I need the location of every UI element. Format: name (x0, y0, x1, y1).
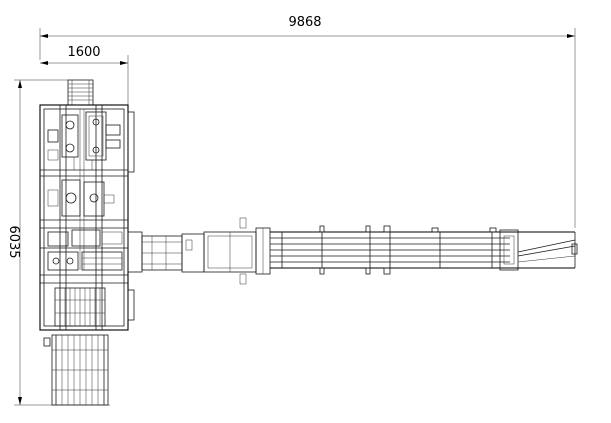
dimension-label-tower-width: 1600 (67, 45, 100, 60)
dimension-overall-height: 6035 (6, 79, 110, 406)
dimension-label-overall-height: 6035 (6, 225, 21, 258)
tower-mechanism (47, 111, 123, 271)
dimension-tower-width: 1600 (40, 45, 129, 105)
top-infeed-conveyor (67, 79, 94, 106)
main-tower-frame (39, 104, 135, 331)
transfer-section (127, 217, 271, 285)
bottom-outfeed-conveyor (43, 334, 109, 406)
tower-lower-grid (54, 287, 106, 327)
dimension-label-overall-width: 9868 (288, 15, 321, 30)
horizontal-conveyor-line (270, 225, 578, 275)
dimension-overall-width: 9868 (39, 15, 576, 228)
